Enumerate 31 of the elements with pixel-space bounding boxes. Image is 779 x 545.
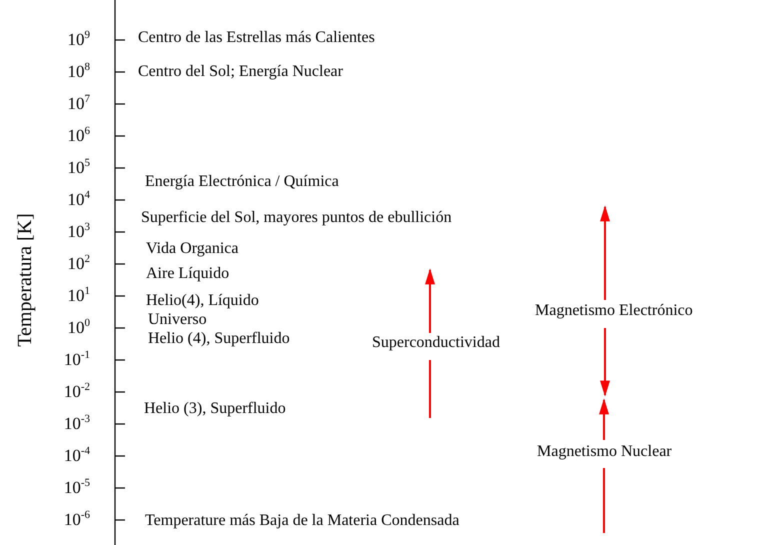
tick-label: 10$^{-2}$ (62, 383, 90, 401)
temperature-label: Helio(4), Líquido (146, 292, 259, 310)
range-label: Superconductividad (372, 334, 500, 352)
tick-label: 10$^{6}$ (66, 127, 90, 145)
tick-label: 10$^{-4}$ (62, 447, 90, 465)
tick-label: 10$^{7}$ (66, 95, 90, 113)
temperature-label: Helio (4), Superfluido (148, 330, 290, 348)
temperature-label: Temperature más Baja de la Materia Condensada (145, 512, 460, 530)
tick-label: 10$^{-5}$ (62, 479, 90, 497)
temperature-label: Aire Líquido (146, 265, 230, 283)
tick-label: 10$^{5}$ (66, 159, 90, 177)
tick-label: 10$^{9}$ (66, 31, 90, 49)
tick-label: 10$^{-3}$ (62, 415, 90, 433)
temperature-label: Superficie del Sol, mayores puntos de ebullición (141, 209, 452, 227)
temperature-label: Helio (3), Superfluido (144, 400, 286, 418)
temperature-label: Centro de las Estrellas más Calientes (138, 29, 375, 47)
tick-label: 10$^{8}$ (66, 63, 90, 81)
tick-label: 10$^{1}$ (66, 287, 90, 305)
tick-label: 10$^{2}$ (66, 255, 90, 273)
temperature-label: Energía Electrónica / Química (145, 173, 339, 191)
tick-label: 10$^{-6}$ (62, 511, 90, 529)
axis-title: Temperatura [K] (16, 213, 34, 347)
tick-label: 10$^{4}$ (66, 191, 90, 209)
tick-label: 10$^{0}$ (66, 319, 90, 337)
tick-label: 10$^{3}$ (66, 223, 90, 241)
tick-label: 10$^{-1}$ (62, 351, 90, 369)
range-label: Magnetismo Nuclear (537, 443, 672, 461)
temperature-label: Vida Organica (146, 240, 238, 258)
temperature-label: Universo (148, 311, 207, 329)
temperature-label: Centro del Sol; Energía Nuclear (138, 63, 343, 81)
range-label: Magnetismo Electrónico (535, 302, 693, 320)
